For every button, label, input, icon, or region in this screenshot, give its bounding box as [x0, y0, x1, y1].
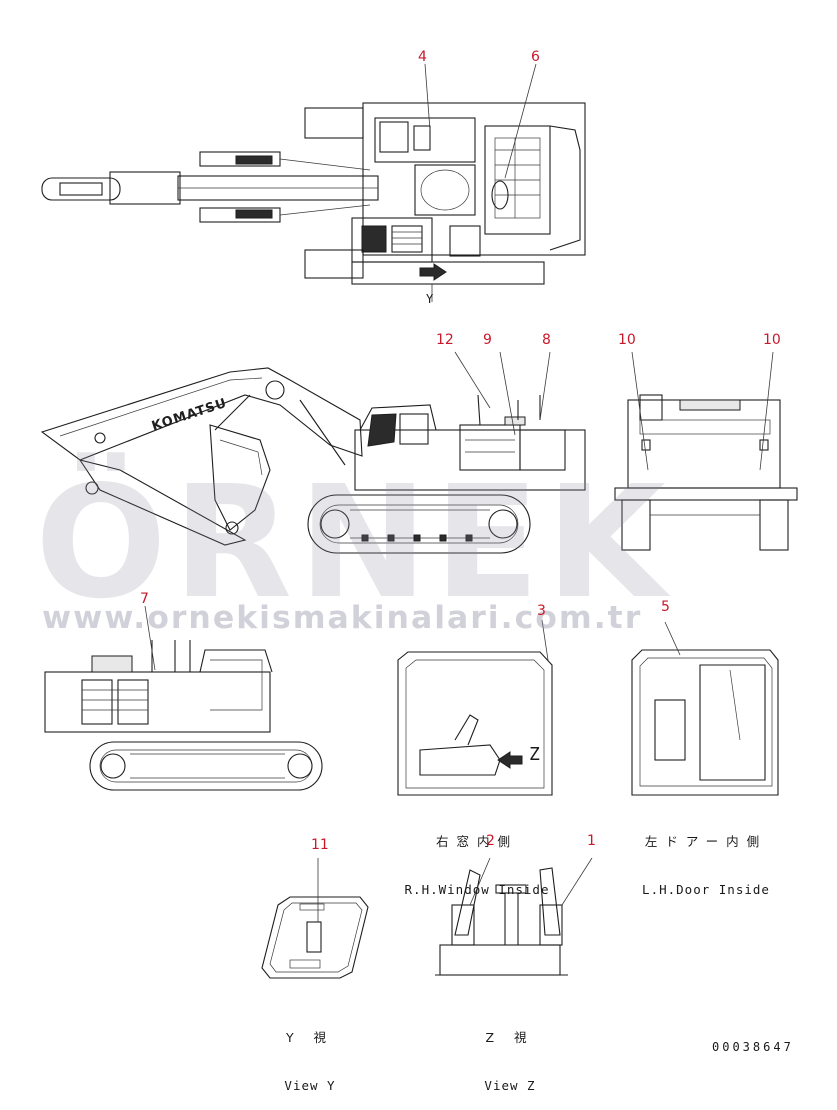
- caption-view-y-en: View Y: [284, 1078, 336, 1093]
- callout-1: 1: [587, 833, 596, 849]
- caption-rh-window-en: R.H.Window Inside: [404, 882, 550, 897]
- rh-window-inside-view: [397, 619, 553, 796]
- callout-11: 11: [311, 837, 329, 853]
- callout-6: 6: [531, 49, 540, 65]
- callout-8: 8: [542, 332, 551, 348]
- callout-5: 5: [661, 599, 670, 615]
- view-z-marker: Z: [529, 744, 540, 765]
- callout-4: 4: [418, 49, 427, 65]
- caption-lh-door: 左ドアー内側 L.H.Door Inside: [622, 802, 790, 914]
- rear-view: [614, 351, 798, 551]
- callout-3: 3: [537, 603, 546, 619]
- callout-10-right: 10: [763, 332, 781, 348]
- caption-view-y: Y 視 View Y: [260, 998, 360, 1110]
- callout-2: 2: [486, 833, 495, 849]
- watermark-url: www.ornekismakinalari.com.tr: [42, 600, 643, 636]
- side-view-right: [40, 351, 586, 554]
- caption-lh-door-en: L.H.Door Inside: [642, 882, 770, 897]
- document-number: 00038647: [712, 1040, 794, 1054]
- view-z-drawing: [435, 857, 593, 976]
- callout-9: 9: [483, 332, 492, 348]
- callout-12: 12: [436, 332, 454, 348]
- callout-10-left: 10: [618, 332, 636, 348]
- top-view: [41, 63, 586, 302]
- lh-door-inside-view: [631, 621, 779, 796]
- watermark-logo: ÖRNEK: [35, 452, 672, 633]
- caption-view-y-jp: Y 視: [285, 1030, 335, 1045]
- callout-7: 7: [140, 591, 149, 607]
- view-y-marker: Y: [426, 292, 434, 306]
- caption-view-z-en: View Z: [484, 1078, 536, 1093]
- view-y-drawing: [261, 858, 369, 979]
- caption-view-z: Z 視 View Z: [460, 998, 560, 1110]
- caption-lh-door-jp: 左ドアー内側: [644, 834, 768, 849]
- caption-rh-window: 右窓内側 R.H.Window Inside: [392, 802, 562, 914]
- caption-view-z-jp: Z 視: [485, 1030, 535, 1045]
- caption-rh-window-jp: 右窓内側: [435, 834, 518, 849]
- side-view-left: [44, 605, 323, 791]
